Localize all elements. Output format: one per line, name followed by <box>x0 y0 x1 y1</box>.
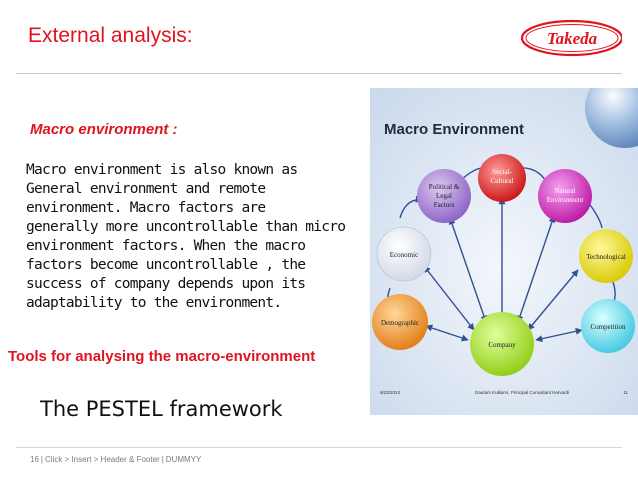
node-company: Company <box>470 312 534 376</box>
svg-text:Competition: Competition <box>591 323 627 331</box>
body-line: factors become uncontrollable , the <box>26 256 376 275</box>
footer-divider <box>16 447 622 448</box>
tools-heading: Tools for analysing the macro-environmen… <box>8 348 315 365</box>
svg-text:Natural: Natural <box>555 187 576 195</box>
svg-text:Factors: Factors <box>434 201 455 209</box>
body-paragraph: Macro environment is also known as Gener… <box>26 161 376 313</box>
node-economic: Economic <box>377 227 431 281</box>
svg-text:Economic: Economic <box>390 251 418 259</box>
section-heading: Macro environment : <box>30 121 178 138</box>
footer-tag: DUMMYY <box>166 455 202 464</box>
diagram-footer-author: Gautam Kulkarni, Principal Consultant Ha… <box>475 390 569 395</box>
diagram-title: Macro Environment <box>384 121 524 138</box>
node-social-cultural: Social- Cultural <box>478 154 526 202</box>
footer-page-number: 16 <box>30 455 39 464</box>
svg-text:Social-: Social- <box>492 168 512 176</box>
svg-text:Cultural: Cultural <box>491 177 514 185</box>
takeda-logo: Takeda <box>518 18 622 58</box>
body-line: Macro environment is also known as <box>26 161 376 180</box>
svg-text:Demographic: Demographic <box>381 319 419 327</box>
pestel-caption: The PESTEL framework <box>40 397 283 421</box>
macro-environment-diagram: Macro Environment Social- Cultural Polit <box>370 88 638 415</box>
svg-text:Political &: Political & <box>429 183 460 191</box>
svg-text:Legal: Legal <box>436 192 452 200</box>
slide-title: External analysis: <box>28 24 193 48</box>
node-natural-environment: Natural Environment <box>538 169 592 223</box>
body-line: environment factors. When the macro <box>26 237 376 256</box>
title-divider <box>16 73 622 74</box>
diagram-footer-page: 11 <box>623 390 628 395</box>
node-political-legal: Political & Legal Factors <box>417 169 471 223</box>
svg-text:Technological: Technological <box>586 253 626 261</box>
diagram-footer-date: 9/23/2013 <box>380 390 401 395</box>
slide-footer: 16|Click > Insert > Header & Footer|DUMM… <box>30 455 201 464</box>
body-line: General environment and remote <box>26 180 376 199</box>
body-line: environment. Macro factors are <box>26 199 376 218</box>
body-line: adaptability to the environment. <box>26 294 376 313</box>
svg-text:Environment: Environment <box>547 196 584 204</box>
body-line: generally more uncontrollable than micro <box>26 218 376 237</box>
logo-text: Takeda <box>547 29 598 48</box>
footer-text: Click > Insert > Header & Footer <box>45 455 160 464</box>
svg-text:Company: Company <box>488 341 516 349</box>
node-competition: Competition <box>581 299 635 353</box>
node-technological: Technological <box>579 229 633 283</box>
node-demographic: Demographic <box>372 294 428 350</box>
body-line: success of company depends upon its <box>26 275 376 294</box>
